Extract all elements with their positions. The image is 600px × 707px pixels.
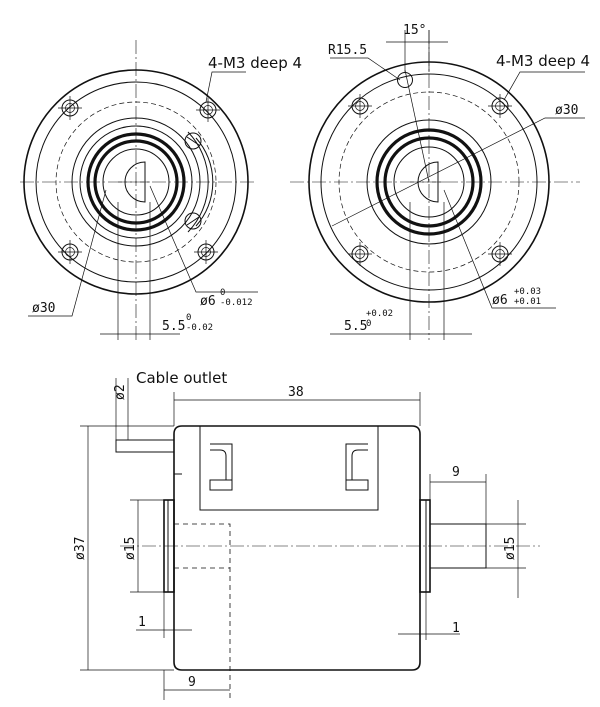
- cable-outlet-label: Cable outlet: [136, 369, 227, 387]
- svg-text:+0.02: +0.02: [366, 309, 393, 319]
- mount-hole-tl: [348, 94, 372, 118]
- svg-text:0: 0: [366, 319, 371, 329]
- svg-text:0: 0: [186, 313, 191, 323]
- svg-text:+0.01: +0.01: [514, 297, 541, 307]
- radius-dim: R15.5: [328, 43, 367, 58]
- front-view-left: 4-M3 deep 4 ø30 ø6 0 -0.012 5.5 0 -0.02: [20, 40, 302, 340]
- left-hub-len-dim: 9: [188, 675, 196, 690]
- slot-left: [209, 443, 233, 491]
- svg-text:0: 0: [220, 288, 225, 298]
- svg-text:+0.03: +0.03: [514, 287, 541, 297]
- svg-text:-0.02: -0.02: [186, 323, 213, 333]
- left-step-dim: 1: [138, 615, 146, 630]
- right-step-dim: 1: [452, 621, 460, 636]
- thread-callout-left: 4-M3 deep 4: [208, 54, 302, 72]
- right-flat-dim: 5.5: [344, 319, 367, 334]
- side-view: Cable outlet ø2 38 ø37 ø15 1: [73, 369, 540, 700]
- right-od-dim: ø30: [555, 103, 578, 118]
- mount-hole-br: [194, 240, 218, 264]
- thread-callout-right: 4-M3 deep 4: [496, 52, 590, 70]
- mount-hole-tr: [196, 98, 220, 122]
- left-flat-dim: 5.5: [162, 319, 185, 334]
- cable-dia-dim: ø2: [113, 384, 128, 400]
- angle-dim: 15°: [403, 23, 426, 38]
- left-hub-dia-dim: ø15: [123, 537, 138, 560]
- left-od-dim: ø30: [32, 301, 55, 316]
- mount-hole-tr: [488, 94, 512, 118]
- front-view-right: 15° R15.5 4-M3 deep 4 ø30 ø6 +0.03: [290, 23, 590, 340]
- mount-hole-br: [488, 242, 512, 266]
- body-dia-dim: ø37: [73, 537, 88, 560]
- length-dim: 38: [288, 385, 304, 400]
- right-hub-len-dim: 9: [452, 465, 460, 480]
- mount-hole-tl: [58, 96, 82, 120]
- svg-text:-0.012: -0.012: [220, 298, 253, 308]
- left-shaft-dim: ø6: [200, 294, 216, 309]
- mount-hole-bl: [58, 240, 82, 264]
- right-shaft-dim: ø6: [492, 293, 508, 308]
- right-hub-dia-dim: ø15: [503, 537, 518, 560]
- mount-hole-bl: [348, 242, 372, 266]
- slot-right: [345, 443, 369, 491]
